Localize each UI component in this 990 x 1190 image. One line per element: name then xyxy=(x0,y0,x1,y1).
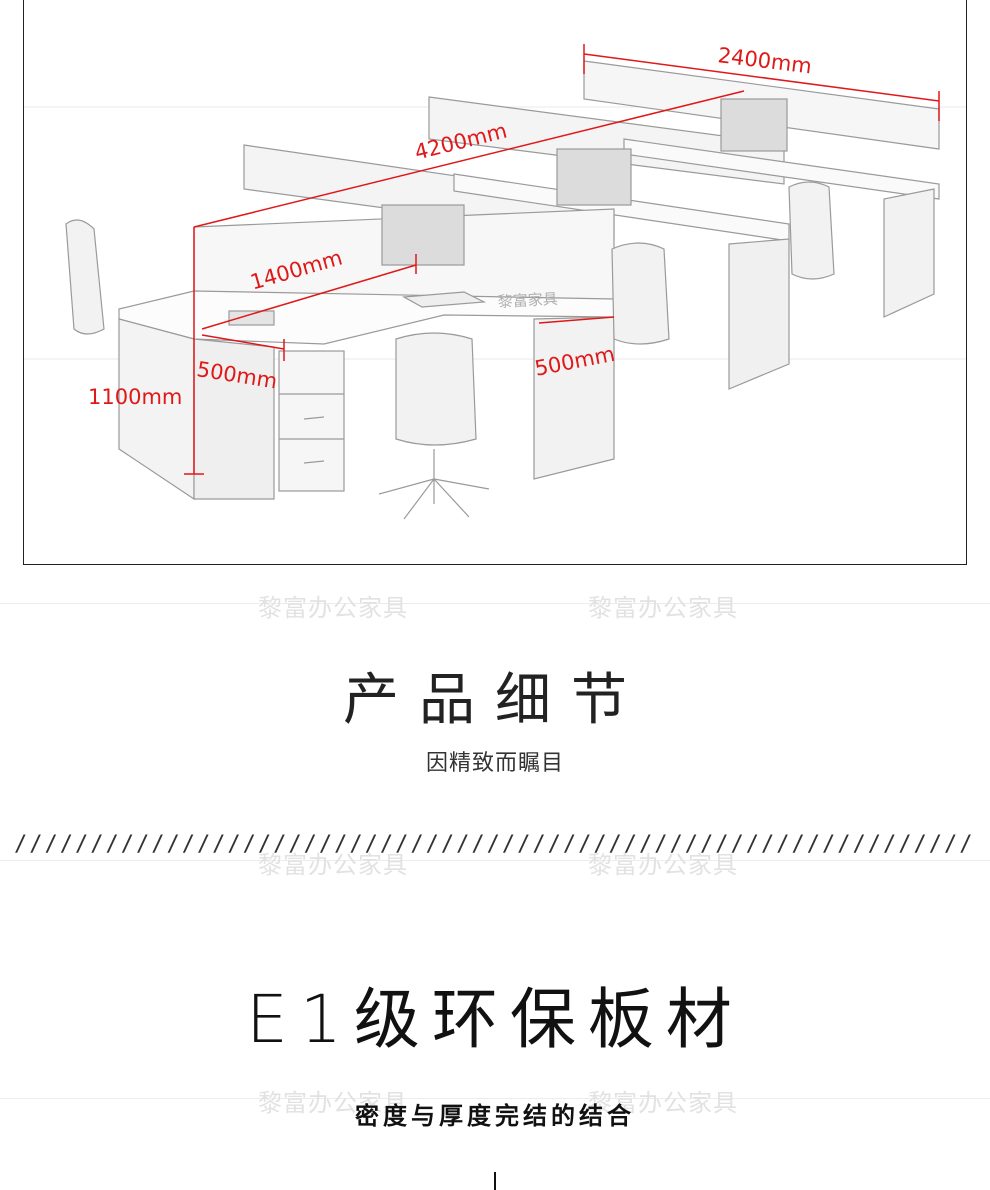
workstation-drawing: 黎富家具 xyxy=(24,44,966,520)
illustration-brand-text: 黎富家具 xyxy=(497,290,558,311)
watermark-text: 黎富办公家具 xyxy=(588,594,738,622)
watermark-text: 黎富办公家具 xyxy=(588,851,738,879)
watermark-text: 黎富办公家具 xyxy=(588,1089,738,1117)
watermark-text: 黎富办公家具 xyxy=(258,594,408,622)
watermark-text: 黎富办公家具 xyxy=(258,1089,408,1117)
section-subtitle: 因精致而瞩目 xyxy=(425,751,564,776)
watermark-line xyxy=(0,603,990,604)
watermark-line xyxy=(0,860,990,861)
divider-tick xyxy=(494,1172,496,1190)
section-title: 产品细节 xyxy=(343,668,647,733)
feature-title: E1级环保板材 xyxy=(246,981,744,1058)
dimension-height-1100: 1100mm xyxy=(88,385,183,409)
hatch-separator: ////////////////////////////////////////… xyxy=(14,832,975,856)
watermark-text: 黎富办公家具 xyxy=(258,851,408,879)
product-illustration: 黎富家具 2400mm 4200mm 1400mm 500mm 500mm 11… xyxy=(23,0,967,565)
feature-subtitle: 密度与厚度完结的结合 xyxy=(355,1102,635,1130)
watermark-line xyxy=(0,1098,990,1099)
